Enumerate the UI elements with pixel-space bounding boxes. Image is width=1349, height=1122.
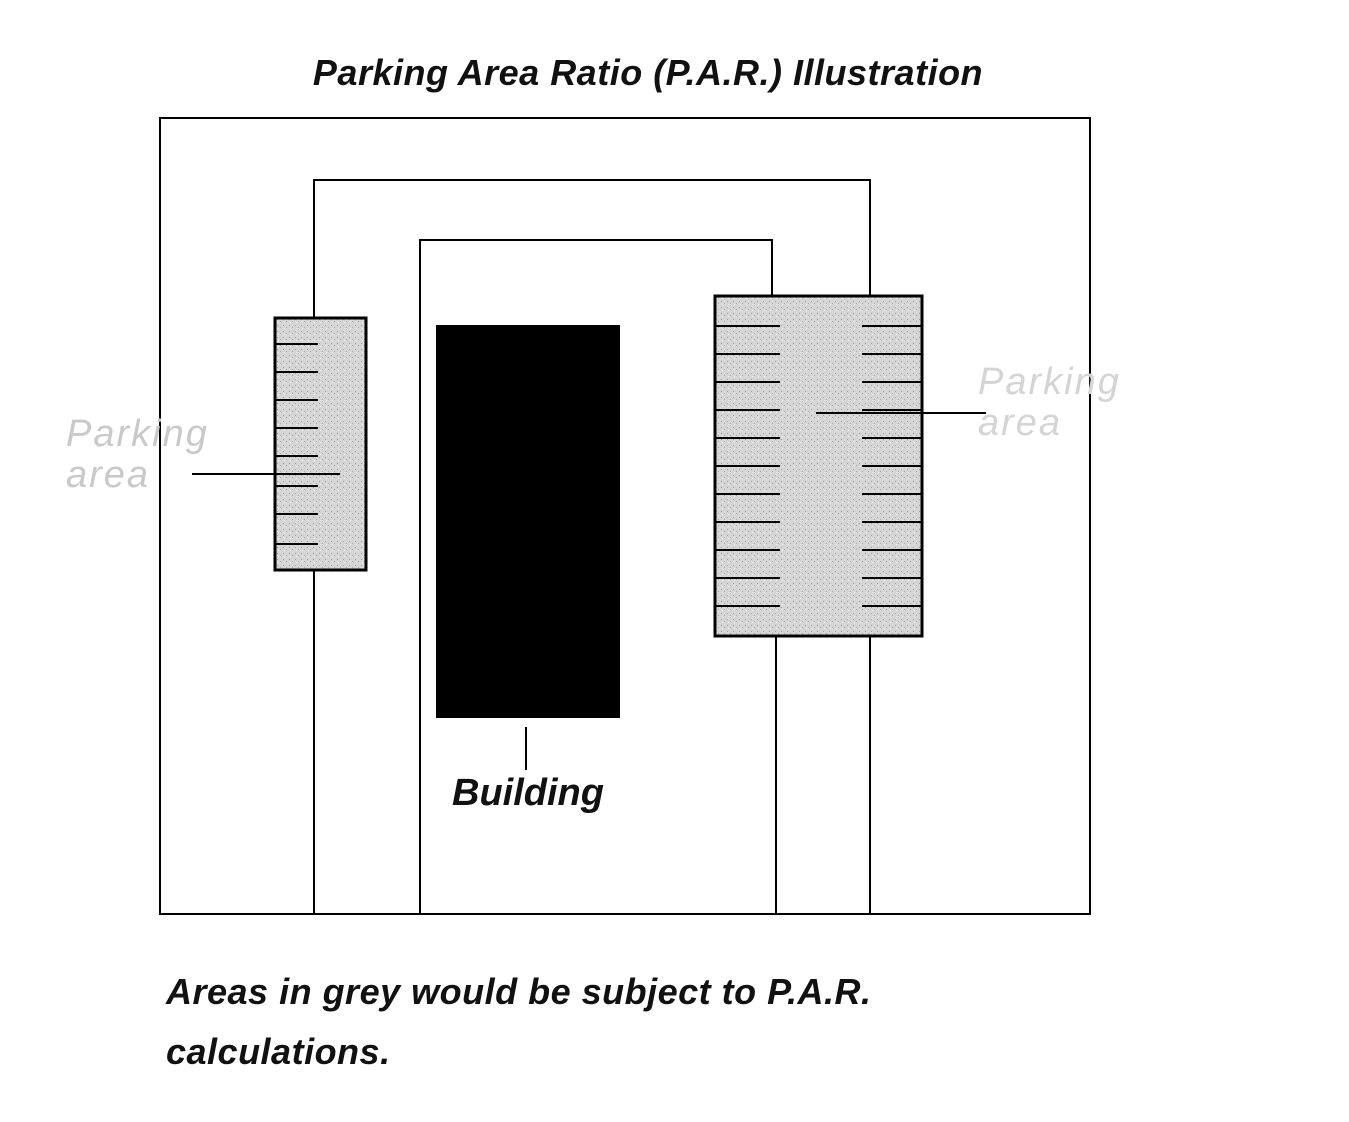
label-parking-right: Parking area — [978, 361, 1121, 445]
parking-stalls-right — [716, 325, 921, 607]
parking-area-left — [273, 316, 368, 572]
caption-line1: Areas in grey would be subject to P.A.R. — [166, 971, 872, 1012]
label-building: Building — [452, 772, 604, 814]
label-parking-right-line2: area — [978, 402, 1063, 445]
driveway-inner-path — [419, 239, 777, 914]
parking-stalls-left — [276, 343, 318, 545]
label-parking-right-line1: Parking — [978, 361, 1121, 403]
label-parking-left-line2: area — [66, 454, 151, 497]
diagram-title: Parking Area Ratio (P.A.R.) Illustration — [312, 52, 984, 93]
parking-area-right — [713, 294, 924, 638]
caption: Areas in grey would be subject to P.A.R.… — [166, 962, 872, 1082]
label-parking-left-line1: Parking — [66, 413, 209, 455]
lot-boundary — [159, 117, 1091, 915]
caption-line2: calculations. — [166, 1031, 391, 1072]
building-footprint — [436, 325, 620, 718]
label-parking-left: Parking area — [66, 413, 209, 497]
